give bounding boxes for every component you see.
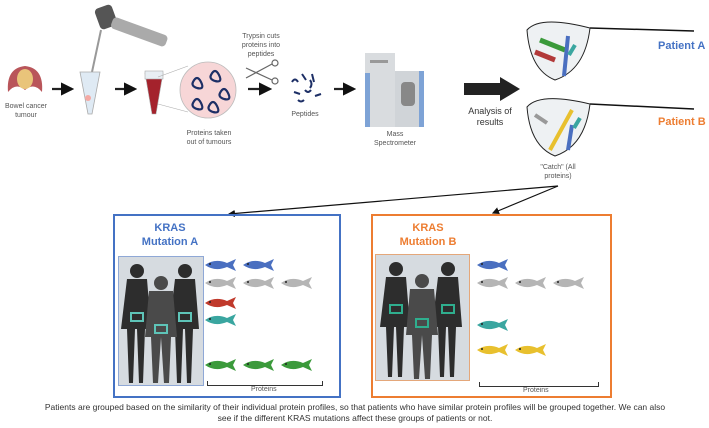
proteins-bracket	[207, 381, 323, 386]
protein-fish-grid-b	[475, 256, 605, 376]
trypsin-label: Trypsin cuts proteins into peptides	[241, 33, 281, 58]
protein-fish-icon	[553, 277, 584, 289]
patient-silhouettes	[118, 256, 204, 386]
protein-fish-icon	[515, 344, 546, 356]
protein-circle-icon	[179, 61, 237, 119]
group-kras-mutation-b: KRAS Mutation B Proteins	[371, 214, 612, 398]
protein-fish-icon	[243, 359, 274, 371]
protein-fish-icon	[205, 259, 236, 271]
catch-label: "Catch" (All proteins)	[540, 164, 576, 180]
caption: Patients are grouped based on the simila…	[44, 402, 666, 423]
proteins-label: Proteins	[523, 387, 549, 394]
peptides-label: Peptides	[291, 111, 319, 118]
tube-icon	[79, 71, 101, 115]
protein-fish-icon	[205, 277, 236, 289]
protein-fish-icon	[477, 277, 508, 289]
group-b-title: KRAS Mutation B	[399, 222, 457, 248]
scissors-icon	[245, 59, 279, 85]
protein-fish-icon	[515, 277, 546, 289]
group-a-title: KRAS Mutation A	[141, 222, 199, 248]
protein-fish-icon	[205, 297, 236, 309]
people-icon	[121, 264, 199, 383]
proteins-taken-label: Proteins taken out of tumours	[186, 130, 232, 146]
protein-fish-icon	[477, 344, 508, 356]
proteins-bracket	[479, 382, 599, 387]
group-kras-mutation-a: KRAS Mutation A Proteins	[113, 214, 341, 398]
proteins-label: Proteins	[251, 386, 277, 393]
tumour-icon	[7, 66, 43, 92]
protein-fish-icon	[205, 359, 236, 371]
protein-fish-icon	[477, 319, 508, 331]
protein-fish-icon	[477, 259, 508, 271]
protein-fish-grid-a	[203, 256, 333, 376]
analysis-arrow	[464, 77, 520, 101]
patient-silhouettes	[375, 254, 470, 381]
protein-net-a	[526, 21, 591, 81]
net-handle-b	[589, 103, 695, 110]
analysis-label: Analysis of results	[468, 106, 512, 127]
protein-net-b	[526, 98, 591, 157]
tumour-label: Bowel cancer tumour	[4, 103, 48, 119]
patient-b-label: Patient B	[658, 116, 706, 128]
people-icon	[380, 262, 462, 379]
mass-spectrometer-icon	[365, 53, 424, 127]
protein-fish-icon	[205, 314, 236, 326]
protein-fish-icon	[281, 359, 312, 371]
mass-spec-label: Mass Spectrometer	[373, 131, 417, 147]
patient-a-label: Patient A	[658, 40, 706, 52]
protein-fish-icon	[243, 259, 274, 271]
protein-fish-icon	[281, 277, 312, 289]
protein-fish-icon	[243, 277, 274, 289]
peptides-icon	[291, 73, 322, 103]
net-handle-a	[589, 27, 695, 32]
arrow-to-group-b	[491, 185, 559, 215]
arrow-to-group-a	[227, 185, 559, 218]
homogeniser-icon	[91, 4, 168, 73]
